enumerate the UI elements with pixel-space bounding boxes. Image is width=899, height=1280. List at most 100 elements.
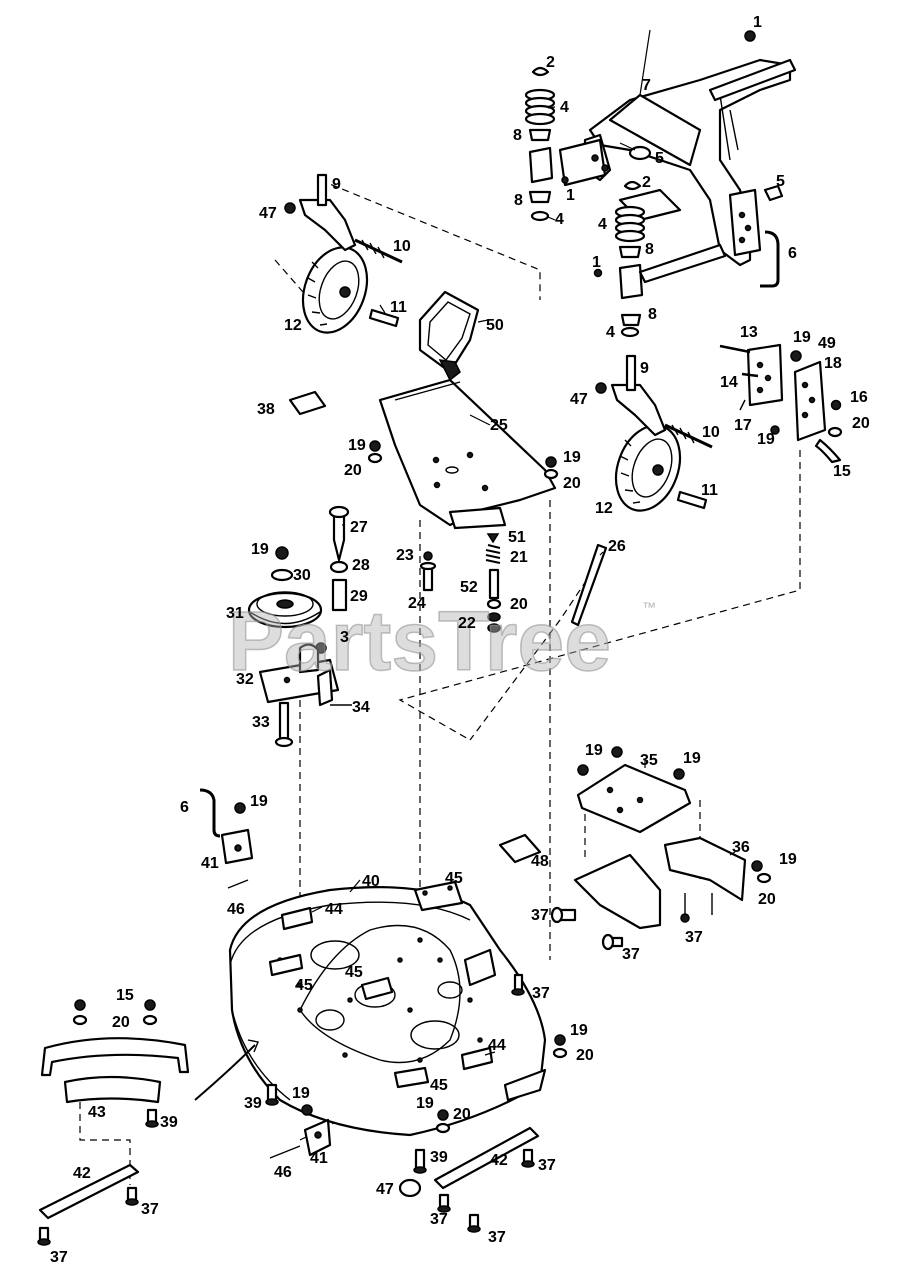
callout-8d: 8 [648, 306, 657, 323]
callout-4c: 4 [598, 216, 607, 233]
spring-upper [524, 88, 556, 126]
callout-37i: 37 [50, 1249, 68, 1266]
frame-assembly [558, 58, 797, 267]
callout-46b: 46 [274, 1164, 292, 1181]
left-deck-bracket [199, 788, 254, 889]
callout-24: 24 [408, 595, 426, 612]
callout-20d: 20 [510, 596, 528, 613]
callout-20e: 20 [758, 891, 776, 908]
callout-48: 48 [531, 853, 549, 870]
callout-5: 5 [655, 150, 664, 167]
callout-27: 27 [350, 519, 368, 536]
callout-19f: 19 [585, 742, 603, 759]
callout-37f: 37 [141, 1201, 159, 1218]
callout-40: 40 [362, 873, 380, 890]
watermark-text: PartsTree [228, 594, 611, 688]
callout-25: 25 [490, 417, 508, 434]
callout-36: 36 [732, 839, 750, 856]
callout-12: 12 [284, 317, 302, 334]
leader-lines [311, 29, 736, 1056]
callout-2b: 2 [642, 174, 651, 191]
callout-11: 11 [390, 299, 407, 316]
callout-19b: 19 [757, 431, 775, 448]
callout-1c: 1 [592, 254, 601, 271]
callout-20c: 20 [563, 475, 581, 492]
callout-6b: 6 [180, 799, 189, 816]
callout-34: 34 [352, 699, 370, 716]
callout-41: 41 [201, 855, 219, 872]
callout-39: 39 [244, 1095, 262, 1112]
callout-4d: 4 [606, 324, 615, 341]
callout-47b: 47 [570, 391, 588, 408]
callout-8b: 8 [514, 192, 523, 209]
callout-19k: 19 [292, 1085, 310, 1102]
callout-50: 50 [486, 317, 504, 334]
callout-31: 31 [226, 605, 244, 622]
callout-51: 51 [508, 529, 526, 546]
right-deck-plates [550, 746, 772, 951]
callout-19h: 19 [250, 793, 268, 810]
callout-39b: 39 [160, 1114, 178, 1131]
callout-19j: 19 [570, 1022, 588, 1039]
callout-37e: 37 [538, 1157, 556, 1174]
decal-48 [498, 833, 542, 864]
idler-pulley-assembly [247, 505, 352, 748]
callout-15b: 15 [116, 987, 134, 1004]
callout-10: 10 [393, 238, 411, 255]
callout-1: 1 [753, 14, 762, 31]
callout-4: 4 [560, 99, 569, 116]
callout-49: 49 [818, 335, 836, 352]
callout-39c: 39 [430, 1149, 448, 1166]
callout-12b: 12 [595, 500, 613, 517]
callout-4b: 4 [555, 211, 564, 228]
callout-38: 38 [257, 401, 275, 418]
callout-43: 43 [88, 1104, 106, 1121]
callout-14: 14 [720, 374, 738, 391]
callout-9b: 9 [640, 360, 649, 377]
callout-45: 45 [445, 870, 463, 887]
callout-19e: 19 [251, 541, 269, 558]
callout-35: 35 [640, 752, 658, 769]
left-wheel-assembly [284, 173, 403, 334]
callout-20f: 20 [112, 1014, 130, 1031]
callout-6: 6 [788, 245, 797, 262]
callout-23: 23 [396, 547, 414, 564]
callout-20b: 20 [344, 462, 362, 479]
callout-7: 7 [642, 77, 651, 94]
switch-box [418, 290, 480, 382]
callout-19l: 19 [416, 1095, 434, 1112]
callout-44b: 44 [488, 1037, 506, 1054]
callout-30: 30 [293, 567, 311, 584]
callout-18: 18 [824, 355, 842, 372]
callout-16: 16 [850, 389, 868, 406]
callout-37g: 37 [430, 1211, 448, 1228]
hanger-plate [367, 378, 559, 530]
callout-20h: 20 [453, 1106, 471, 1123]
mower-deck [228, 880, 547, 1137]
callout-8: 8 [513, 127, 522, 144]
watermark-trademark: ™ [642, 599, 656, 615]
callout-29: 29 [350, 588, 368, 605]
callout-5b: 5 [776, 173, 785, 190]
callout-8c: 8 [645, 241, 654, 258]
callout-20: 20 [852, 415, 870, 432]
callout-46: 46 [227, 901, 245, 918]
callout-42: 42 [490, 1152, 508, 1169]
callout-33: 33 [252, 714, 270, 731]
callout-19: 19 [793, 329, 811, 346]
center-hardware [419, 533, 502, 633]
callout-42b: 42 [73, 1165, 91, 1182]
callout-labels: 1 2 7 4 8 5 9 1 2 5 8 47 4 4 10 8 6 1 11… [50, 14, 870, 1266]
right-wheel-assembly [595, 354, 713, 512]
callout-32: 32 [236, 671, 254, 688]
left-baffle [37, 999, 259, 1246]
callout-1b: 1 [566, 187, 575, 204]
callout-3: 3 [340, 629, 349, 646]
callout-19c: 19 [348, 437, 366, 454]
callout-9: 9 [332, 176, 341, 193]
callout-52: 52 [460, 579, 478, 596]
spring-lower [614, 205, 646, 243]
callout-45c: 45 [295, 977, 313, 994]
callout-15: 15 [833, 463, 851, 480]
